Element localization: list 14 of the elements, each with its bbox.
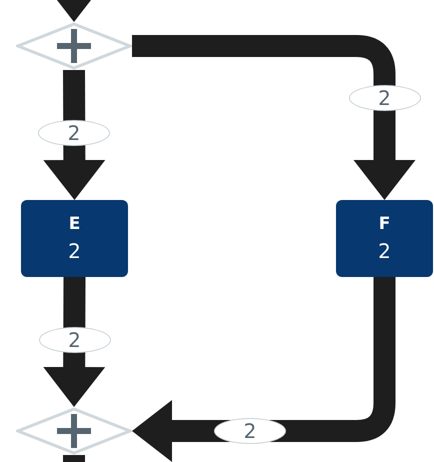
arrow [43,276,106,407]
edge-label: 2 [38,120,110,146]
edge-label: 2 [38,327,110,353]
arrow [43,70,106,200]
task-name: F [378,216,390,233]
task-count: 2 [378,241,391,261]
edge-label: 2 [214,418,286,444]
task-box [21,200,128,277]
arrow [132,35,416,200]
task-name: E [68,216,80,233]
task-box [336,200,433,277]
arrow [132,277,396,462]
task-count: 2 [68,241,81,261]
edge-label: 2 [348,85,420,111]
